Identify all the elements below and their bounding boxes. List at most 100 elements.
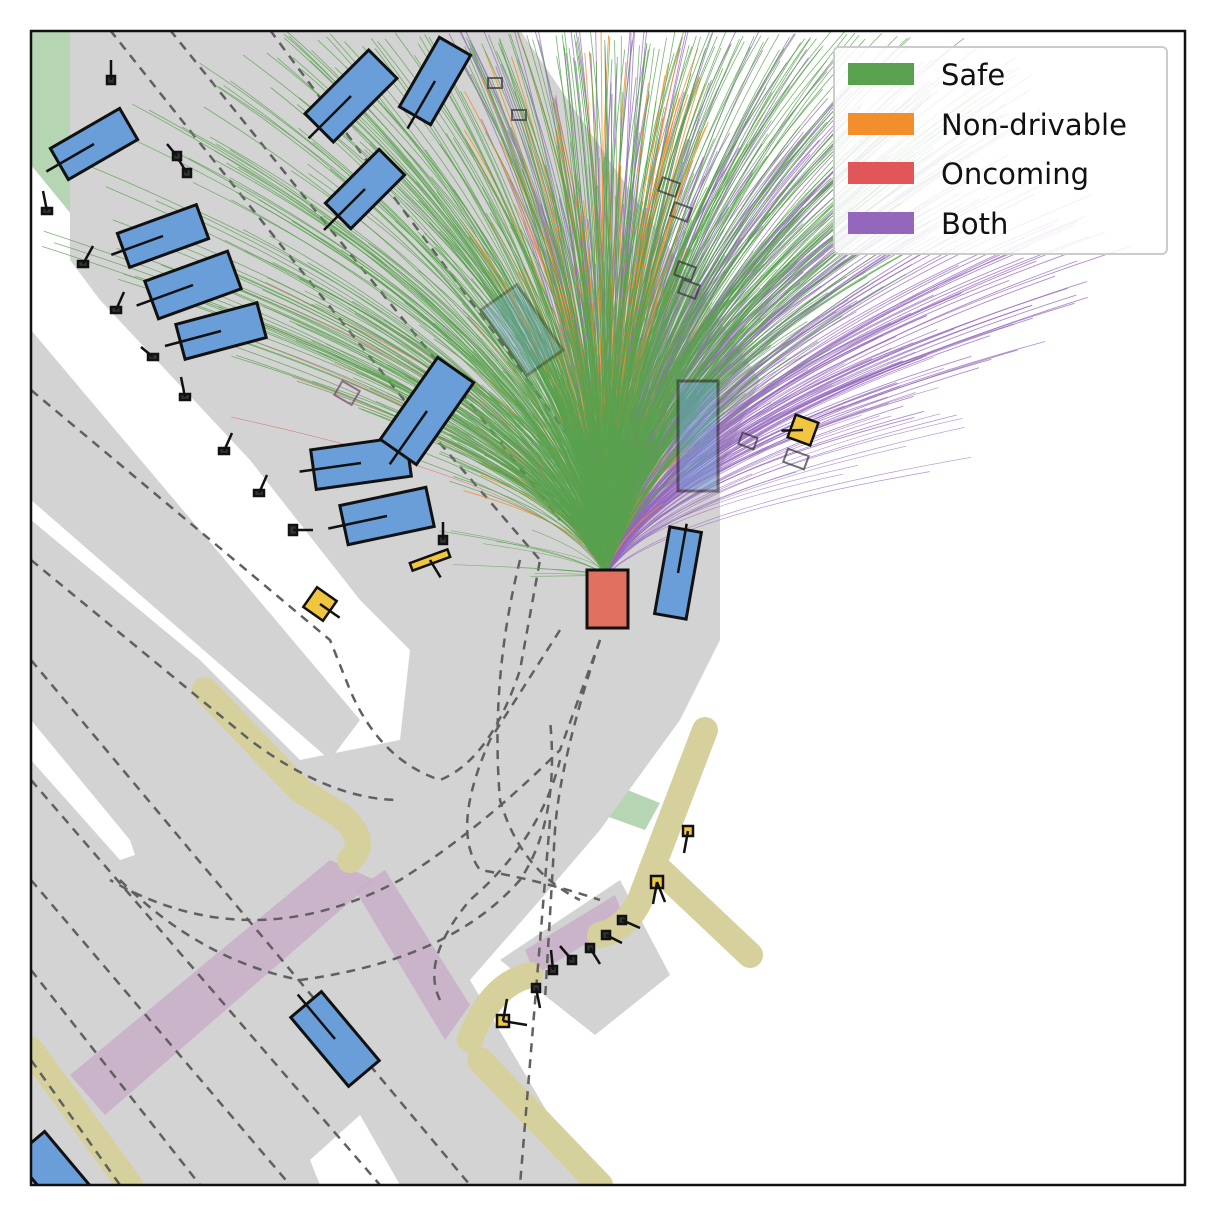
trajectory-line	[488, 391, 607, 576]
trajectory-line	[605, 32, 856, 576]
vehicle	[323, 147, 407, 231]
legend-entry-safe: Safe	[848, 58, 1005, 92]
road-island	[310, 1115, 400, 1185]
trajectory-line	[451, 437, 607, 576]
trajectory-line	[605, 392, 916, 576]
trajectory-line	[132, 103, 607, 576]
vehicle	[652, 523, 704, 621]
trajectory-line	[605, 35, 860, 576]
pedestrian	[530, 982, 542, 1009]
pedestrian	[109, 291, 126, 315]
trajectory-line	[605, 456, 972, 576]
trajectory-line	[499, 38, 607, 576]
vehicle	[397, 35, 473, 130]
legend-entry-oncoming: Oncoming	[848, 157, 1089, 191]
trajectory-line	[605, 319, 709, 576]
pedestrian	[600, 929, 623, 945]
trajectory-line	[506, 344, 607, 576]
trajectory-line	[605, 42, 802, 576]
trajectory-line	[230, 80, 607, 576]
vehicle	[378, 355, 476, 467]
trajectory-line	[359, 141, 607, 576]
trajectory-line	[575, 41, 608, 576]
trajectory-line	[203, 106, 607, 576]
trajectory-line	[605, 413, 941, 576]
trajectory-line	[605, 273, 906, 576]
trajectory-line	[326, 343, 607, 576]
trajectory-line	[605, 363, 845, 576]
trajectory-line	[605, 350, 936, 576]
cyclist	[781, 413, 820, 447]
pedestrian	[140, 346, 160, 362]
trajectory-line	[605, 471, 930, 576]
legend-entry-both: Both	[848, 207, 1008, 241]
trajectory-line	[605, 39, 740, 576]
pedestrians	[40, 60, 820, 1029]
legend-swatch-non-drivable	[848, 113, 914, 135]
legend-label-non-drivable: Non-drivable	[941, 108, 1127, 142]
vehicle	[302, 47, 400, 145]
crosswalk	[525, 895, 625, 975]
trajectory-line	[418, 78, 607, 576]
pedestrian	[252, 474, 269, 498]
pedestrian	[105, 60, 117, 86]
trajectory-line	[134, 139, 607, 576]
vehicle	[31, 1129, 99, 1185]
cyclist	[301, 585, 341, 623]
trajectory-line	[605, 287, 938, 576]
pedestrian	[178, 376, 192, 402]
vehicle	[288, 989, 382, 1089]
trajectory-line	[605, 344, 683, 576]
road-island	[31, 720, 135, 860]
pedestrian	[287, 523, 313, 537]
pedestrian	[76, 245, 95, 269]
trajectory-line	[402, 453, 607, 576]
trajectory-line	[272, 261, 607, 576]
trajectory-line	[605, 155, 727, 576]
legend-swatch-oncoming	[848, 162, 914, 184]
vehicle	[164, 300, 269, 362]
trajectory-line	[605, 73, 692, 576]
trajectory-line	[605, 445, 907, 576]
crosswalk	[355, 870, 470, 1040]
trajectory-line	[237, 166, 607, 576]
pedestrian	[40, 190, 54, 216]
legend-swatch-safe	[848, 63, 914, 85]
trajectory-line	[179, 328, 607, 576]
legend-label-safe: Safe	[941, 58, 1005, 92]
plot-frame	[29, 29, 1187, 1187]
trajectory-line	[417, 231, 607, 576]
trajectory-line	[605, 138, 715, 576]
legend-box	[833, 46, 1168, 255]
trajectory-line	[605, 36, 898, 576]
vehicle-faded	[676, 379, 720, 493]
trajectory-line	[454, 461, 607, 576]
legend-entry-non-drivable: Non-drivable	[848, 108, 1127, 142]
pedestrian	[495, 998, 528, 1029]
legend-label-oncoming: Oncoming	[941, 157, 1089, 191]
pedestrian	[616, 914, 641, 930]
vehicles	[31, 35, 720, 1185]
ego-vehicle	[585, 568, 630, 630]
pedestrian	[166, 143, 183, 162]
pedestrian	[681, 824, 695, 854]
trajectory-line	[605, 44, 731, 576]
trajectory-line	[605, 331, 644, 576]
vehicle-faded	[478, 282, 566, 378]
vehicle	[110, 202, 211, 270]
vehicle	[328, 485, 436, 547]
pedestrian	[437, 522, 449, 546]
trajectory-line	[605, 46, 716, 576]
trajectory-line	[581, 238, 607, 576]
vehicle	[299, 434, 414, 492]
trajectory-line	[605, 201, 644, 576]
trajectory-line	[605, 356, 934, 576]
trajectory-line	[605, 347, 904, 576]
cyclist	[408, 547, 452, 579]
pedestrian	[584, 942, 602, 965]
trajectory-line	[605, 402, 889, 576]
trajectory-line	[605, 41, 745, 576]
trajectory-line	[418, 200, 607, 576]
trajectory-line	[231, 416, 607, 576]
